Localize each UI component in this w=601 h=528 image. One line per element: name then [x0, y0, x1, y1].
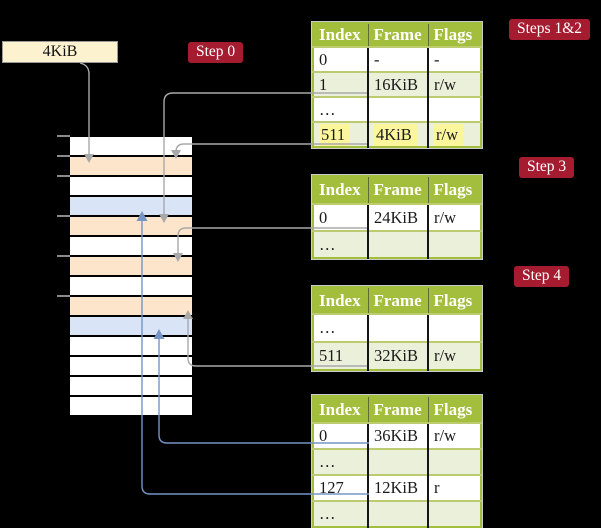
column-header-index: Index	[313, 396, 368, 423]
cell-flags: r/w	[427, 71, 481, 97]
cell-flags: r/w	[427, 121, 481, 147]
cell-frame	[367, 448, 428, 475]
cell-index: 511	[313, 341, 368, 370]
cell-index: 0	[313, 422, 368, 449]
memory-frame-row	[70, 157, 192, 175]
table-header-row: Index Frame Flags	[313, 287, 481, 314]
memory-frame-row	[70, 237, 192, 255]
table-row: 127 12KiB r	[313, 474, 481, 501]
memory-tick	[57, 255, 70, 257]
memory-frame-row	[70, 257, 192, 275]
memory-frame-row	[70, 217, 192, 235]
memory-frame-row	[70, 197, 192, 215]
table-row-highlighted: 511 4KiB r/w	[313, 121, 481, 147]
column-header-frame: Frame	[367, 176, 428, 204]
memory-tick	[57, 215, 70, 217]
table-row: 1 16KiB r/w	[313, 71, 481, 97]
memory-frame-row	[70, 137, 192, 155]
cell-index: …	[313, 500, 368, 527]
table-row: 0 24KiB r/w	[313, 203, 481, 231]
cell-flags: -	[427, 46, 481, 72]
column-header-flags: Flags	[427, 287, 481, 314]
memory-frame-row	[70, 337, 192, 355]
level3-page-table: Index Frame Flags 0 24KiB r/w …	[311, 174, 483, 260]
cell-flags: r/w	[427, 341, 481, 370]
memory-tick	[57, 135, 70, 137]
cell-index: …	[313, 448, 368, 475]
cell-frame: 36KiB	[367, 422, 428, 449]
column-header-index: Index	[313, 287, 368, 314]
cell-frame	[367, 230, 428, 258]
level4-page-table: Index Frame Flags 0 - - 1 16KiB r/w … 51…	[311, 21, 483, 149]
table-header-row: Index Frame Flags	[313, 23, 481, 47]
level1-page-table: Index Frame Flags 0 36KiB r/w … 127 12Ki…	[311, 394, 483, 528]
table-row: 0 36KiB r/w	[313, 422, 481, 449]
cell-flags	[427, 448, 481, 475]
column-header-flags: Flags	[427, 176, 481, 204]
memory-frame-row	[70, 357, 192, 375]
cell-index: 0	[313, 203, 368, 231]
column-header-frame: Frame	[367, 287, 428, 314]
table-row: 0 - -	[313, 46, 481, 72]
memory-tick	[57, 175, 70, 177]
table-header-row: Index Frame Flags	[313, 176, 481, 204]
highlight-text: 4KiB	[374, 124, 417, 146]
memory-frame-row	[70, 277, 192, 295]
cell-flags: r/w	[427, 422, 481, 449]
cell-index: 511	[313, 121, 368, 147]
table-row: 511 32KiB r/w	[313, 341, 481, 370]
step-3-label: Step 3	[519, 157, 575, 178]
cell-index: 0	[313, 46, 368, 72]
cell-frame: 12KiB	[367, 474, 428, 501]
step-0-label: Step 0	[188, 42, 244, 63]
table-row: …	[313, 96, 481, 122]
table-row: …	[313, 448, 481, 475]
cell-frame: 24KiB	[367, 203, 428, 231]
column-header-flags: Flags	[427, 23, 481, 47]
highlight-text: 511	[319, 124, 351, 146]
cell-index: …	[313, 313, 368, 342]
cell-index: …	[313, 96, 368, 122]
highlight-text: r/w	[434, 124, 463, 146]
memory-tick	[57, 155, 70, 157]
level2-page-table: Index Frame Flags … 511 32KiB r/w	[311, 285, 483, 372]
memory-tick	[57, 295, 70, 297]
cell-index: 1	[313, 71, 368, 97]
cell-flags: r/w	[427, 203, 481, 231]
cell-frame: 4KiB	[367, 121, 428, 147]
steps-1-2-label: Steps 1&2	[509, 19, 591, 40]
physical-memory-column	[70, 137, 192, 417]
cell-flags	[427, 96, 481, 122]
cell-flags: r	[427, 474, 481, 501]
memory-frame-row	[70, 297, 192, 315]
cell-flags	[427, 500, 481, 527]
column-header-frame: Frame	[367, 23, 428, 47]
cell-frame: 32KiB	[367, 341, 428, 370]
table-row: …	[313, 500, 481, 527]
table-row: …	[313, 230, 481, 258]
table-header-row: Index Frame Flags	[313, 396, 481, 423]
memory-frame-row	[70, 317, 192, 335]
step-4-label: Step 4	[514, 266, 570, 287]
table-row: …	[313, 313, 481, 342]
cell-frame	[367, 96, 428, 122]
cell-index: 127	[313, 474, 368, 501]
cell-index: …	[313, 230, 368, 258]
column-header-index: Index	[313, 176, 368, 204]
cell-flags	[427, 230, 481, 258]
memory-frame-row	[70, 397, 192, 415]
memory-frame-row	[70, 177, 192, 195]
memory-frame-row	[70, 377, 192, 395]
cell-frame	[367, 313, 428, 342]
column-header-frame: Frame	[367, 396, 428, 423]
cell-frame: 16KiB	[367, 71, 428, 97]
column-header-flags: Flags	[427, 396, 481, 423]
cell-frame	[367, 500, 428, 527]
free-frame-size-box: 4KiB	[2, 41, 118, 63]
column-header-index: Index	[313, 23, 368, 47]
cell-frame: -	[367, 46, 428, 72]
cell-flags	[427, 313, 481, 342]
